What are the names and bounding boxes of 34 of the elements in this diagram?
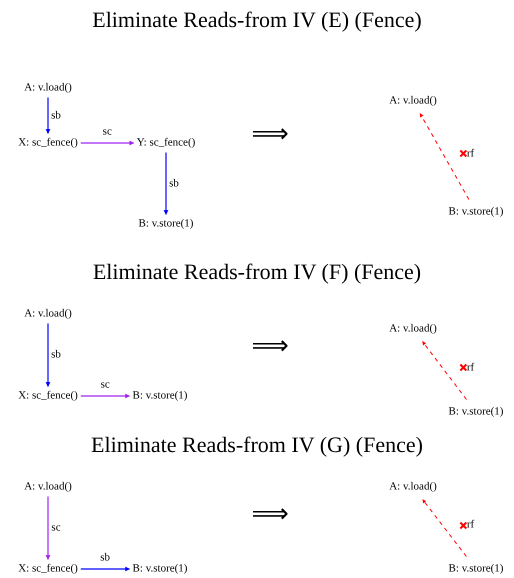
section-heading: Eliminate Reads-from IV (E) (Fence) [92, 7, 422, 33]
node-label: A: v.load() [24, 82, 72, 94]
implies-arrow: ⟹ [252, 500, 288, 528]
arrow [46, 324, 50, 387]
node-label: B: v.store(1) [132, 562, 188, 576]
implies-arrow: ⟹ [252, 120, 288, 148]
implies-arrow: ⟹ [252, 332, 288, 360]
node-label: B: v.store(1) [138, 218, 194, 230]
node-label: A: v.load() [24, 480, 72, 494]
node-label: A: v.load() [24, 308, 72, 320]
node-label: B: v.store(1) [448, 406, 504, 418]
section-heading: Eliminate Reads-from IV (F) (Fence) [92, 259, 422, 285]
node-label: A: v.load() [389, 322, 437, 336]
node-label: B: v.store(1) [448, 206, 504, 218]
arrow [46, 98, 50, 134]
arrow [46, 496, 50, 560]
arrow [420, 113, 470, 200]
arrow [422, 499, 467, 557]
section-heading: Eliminate Reads-from IV (G) (Fence) [91, 432, 423, 458]
node-label: X: sc_fence() [18, 390, 78, 402]
node-label: B: v.store(1) [132, 390, 188, 402]
node-label: Y: sc_fence() [136, 136, 196, 150]
arrow [80, 566, 130, 572]
node-label: A: v.load() [389, 480, 437, 494]
node-label: X: sc_fence() [18, 136, 78, 150]
arrow [80, 140, 134, 146]
arrow [422, 341, 467, 400]
arrow [164, 152, 168, 215]
node-label: A: v.load() [389, 94, 437, 108]
node-label: B: v.store(1) [448, 562, 504, 576]
edge-label: sb [51, 109, 61, 122]
node-label: X: sc_fence() [18, 562, 78, 576]
arrow [80, 394, 130, 398]
edge-label: sb [169, 177, 179, 190]
